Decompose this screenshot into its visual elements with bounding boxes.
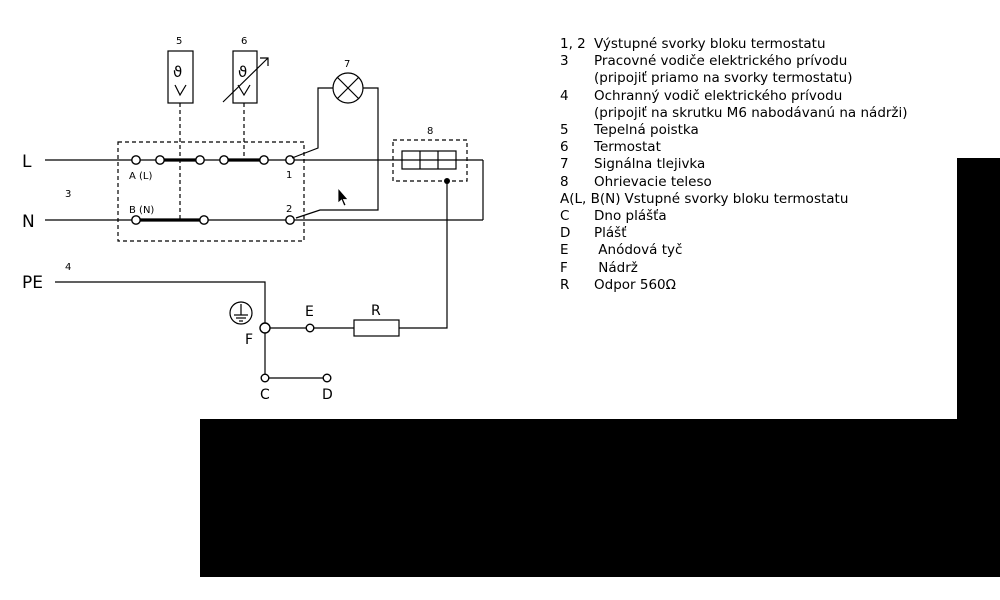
wire-number-4: 4 (65, 262, 71, 273)
legend-code: E (560, 242, 569, 259)
terminal-l4 (219, 155, 229, 165)
legend-item: (pripojiť na skrutku M6 nabodávanú na ná… (560, 105, 908, 122)
point-label-d: D (322, 387, 333, 403)
heater-dashed-outline (392, 139, 468, 182)
fuse-theta-symbol: ϑ (173, 63, 182, 81)
resistor-symbol (353, 319, 400, 337)
component-number-5: 5 (176, 36, 182, 47)
mouse-cursor-icon (337, 186, 349, 207)
legend-item: R Odpor 560Ω (560, 277, 908, 294)
lamp-wire-right (295, 87, 379, 219)
legend-text: Ohrievacie teleso (594, 173, 712, 190)
terminal-label-b: B (N) (129, 205, 154, 216)
thermostat-adjust-arrow (222, 57, 269, 103)
terminal-c (260, 373, 270, 383)
wire-PE (55, 281, 266, 323)
terminal-l3 (195, 155, 205, 165)
component-number-8: 8 (427, 126, 433, 137)
black-occlusion-right (957, 158, 1000, 420)
black-occlusion-bottom (200, 419, 1000, 577)
thermostat-arrow-head (260, 57, 269, 66)
terminal-b (131, 215, 141, 225)
legend-item: (pripojiť priamo na svorky termostatu) (560, 70, 908, 87)
signal-lamp-symbol (332, 72, 364, 104)
legend-text: Plášť (594, 225, 627, 242)
legend-code: 6 (560, 139, 569, 156)
terminal-n2 (199, 215, 209, 225)
line-label-N: N (22, 212, 35, 232)
legend-item: D Plášť (560, 225, 908, 242)
legend-list: 1, 2 Výstupné svorky bloku termostatu 3 Pr… (560, 36, 908, 294)
terminal-l2 (155, 155, 165, 165)
legend-item: E Anódová tyč (560, 242, 908, 259)
point-label-f: F (245, 332, 253, 348)
thermostat-symbol (232, 50, 258, 104)
legend-item: 5 Tepelná poistka (560, 122, 908, 139)
component-number-6: 6 (241, 36, 247, 47)
legend-code: D (560, 225, 571, 242)
legend-text: Vstupné svorky bloku termostatu (624, 190, 849, 207)
terminal-label-a: A (L) (129, 171, 152, 182)
thermostat-theta-symbol: ϑ (238, 63, 247, 81)
thermal-fuse-symbol (167, 50, 194, 104)
line-label-PE: PE (22, 273, 43, 293)
component-number-7: 7 (344, 59, 350, 70)
legend-code: F (560, 259, 568, 276)
terminal-a (131, 155, 141, 165)
terminal-label-1: 1 (286, 170, 292, 181)
legend-text: (pripojiť priamo na svorky termostatu) (594, 70, 853, 87)
legend-item: C Dno plášťa (560, 208, 908, 225)
wire-number-3: 3 (65, 189, 71, 200)
terminal-l5 (259, 155, 269, 165)
legend-code: 8 (560, 173, 569, 190)
legend-text: Pracovné vodiče elektrického prívodu (594, 53, 848, 70)
legend-item: 6 Termostat (560, 139, 908, 156)
legend-code: 1, 2 (560, 36, 586, 52)
legend-item: 3 Pracovné vodiče elektrického prívodu (560, 53, 908, 70)
legend-code: R (560, 276, 570, 293)
legend-code (560, 70, 594, 87)
line-label-L: L (22, 152, 32, 172)
legend-code: 7 (560, 156, 569, 173)
terminal-2 (285, 215, 295, 225)
anode-terminal-e (305, 323, 315, 333)
heating-element-symbol (401, 150, 457, 170)
legend-text: Odpor 560Ω (594, 276, 676, 293)
point-label-c: C (260, 387, 270, 403)
tank-terminal-f (259, 322, 271, 334)
legend-code: 3 (560, 53, 569, 70)
legend-code: A(L, B(N) (560, 190, 621, 207)
wire-r-heater (399, 181, 448, 329)
terminal-d (322, 373, 332, 383)
legend-code: 4 (560, 87, 569, 104)
legend-item: 4 Ochranný vodič elektrického prívodu (560, 88, 908, 105)
legend-item: F Nádrž (560, 260, 908, 277)
legend-item: 1, 2 Výstupné svorky bloku termostatu (560, 36, 908, 53)
legend-text: Ochranný vodič elektrického prívodu (594, 87, 843, 104)
legend-item: 7 Signálna tlejivka (560, 156, 908, 173)
resistor-label: R (371, 303, 381, 319)
lamp-wire-left (291, 87, 333, 159)
legend-code (560, 105, 594, 122)
fuse-v-mark (174, 84, 187, 97)
lamp-cross-b (336, 76, 360, 100)
legend-code: 5 (560, 122, 569, 139)
point-label-e: E (305, 304, 314, 320)
legend-code: C (560, 208, 570, 225)
legend-text: Anódová tyč (594, 242, 683, 259)
legend-item: A(L, B(N)Vstupné svorky bloku termostatu (560, 191, 908, 208)
legend-text: Tepelná poistka (594, 122, 699, 139)
thermostat-v-mark (237, 84, 251, 97)
thermostat-block-outline (117, 141, 305, 242)
legend-text: Dno plášťa (594, 208, 667, 225)
ground-symbol (229, 301, 253, 325)
legend-item: 8 Ohrievacie teleso (560, 174, 908, 191)
legend-text: (pripojiť na skrutku M6 nabodávanú na ná… (594, 104, 908, 121)
legend-text: Signálna tlejivka (594, 156, 706, 173)
legend-text: Termostat (594, 139, 661, 156)
terminal-label-2: 2 (286, 204, 292, 215)
legend-text: Výstupné svorky bloku termostatu (594, 36, 826, 52)
legend-text: Nádrž (594, 259, 638, 276)
